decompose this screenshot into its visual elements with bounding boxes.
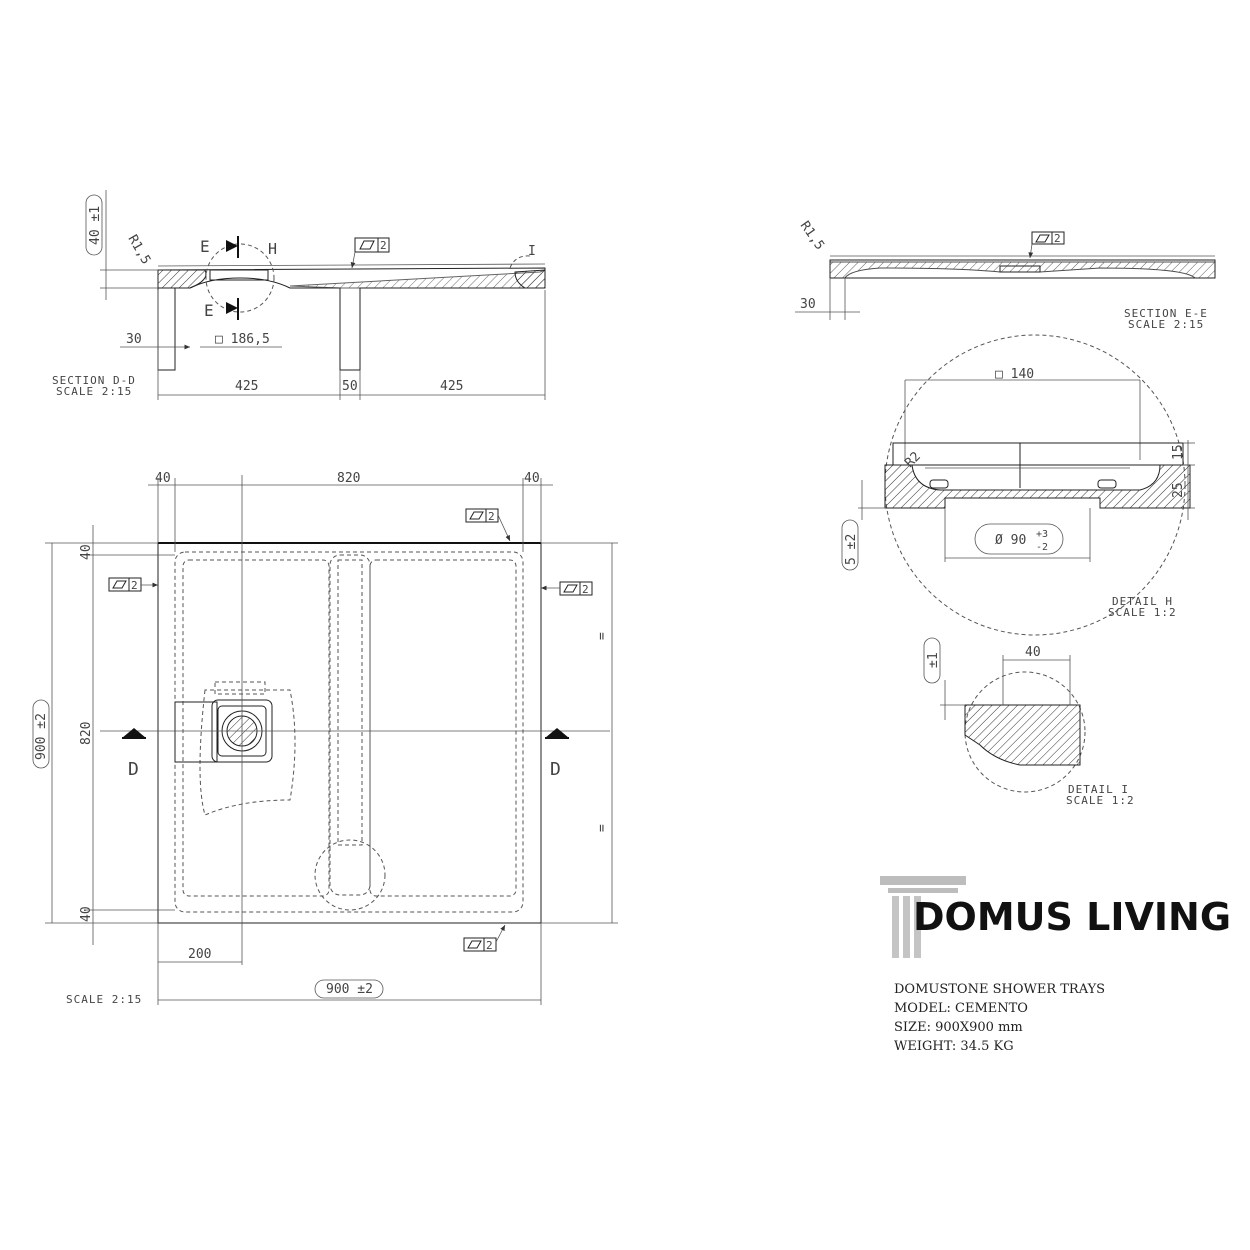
caption-h-line1: DETAIL H: [1112, 595, 1173, 608]
caption-plan: SCALE 2:15: [66, 993, 142, 1006]
dim-25-h: 25: [1171, 482, 1186, 498]
flatness-right: 2: [541, 581, 593, 596]
dim-tol-i: ±1: [926, 652, 941, 668]
info-line4: WEIGHT: 34.5 KG: [894, 1039, 1014, 1054]
dim-left-mid: 820: [79, 722, 94, 745]
dim-height-dd: 40 ±1: [88, 206, 103, 245]
svg-text:2: 2: [488, 510, 495, 523]
svg-text:2: 2: [582, 583, 589, 596]
caption-ee-line1: SECTION E-E: [1124, 307, 1208, 320]
section-mark-left: D: [128, 759, 139, 780]
dim-diameter-h: Ø 90: [995, 533, 1026, 548]
dim-left-dd: 425: [235, 379, 258, 394]
detail-marker-i: I: [528, 244, 536, 259]
dim-right-dd: 425: [440, 379, 463, 394]
caption-dd-line1: SECTION D-D: [52, 374, 136, 387]
tol-plus-h: +3: [1036, 529, 1048, 540]
dim-mid-dd: 50: [342, 379, 358, 394]
detail-i: 40 ±1 DETAIL I SCALE 1:2: [923, 637, 1135, 807]
flatness-left: 2: [108, 577, 158, 592]
radius-dd: R1,5: [125, 233, 154, 268]
section-ee: 2 R1,5 30 SECTION E-E SCALE 2:15: [795, 219, 1216, 331]
section-dd: E H E 2 I 40 ±1 R1,5 30 □ 186,5 425 50 4…: [52, 190, 546, 400]
info-line2: MODEL: CEMENTO: [894, 1001, 1028, 1016]
plan-view: 40 820 40 40 820 40 900 ±2 = = 200 900 ±…: [32, 471, 618, 1006]
caption-h-line2: SCALE 1:2: [1108, 606, 1177, 619]
detail-marker-h: H: [268, 240, 277, 258]
caption-i-line2: SCALE 1:2: [1066, 794, 1135, 807]
radius-ee: R1,5: [797, 219, 827, 253]
caption-ee-line2: SCALE 2:15: [1128, 318, 1204, 331]
caption-dd-line2: SCALE 2:15: [56, 385, 132, 398]
dim-40-i: 40: [1025, 645, 1041, 660]
column-logo-icon: [880, 876, 966, 958]
info-line1: DOMUSTONE SHOWER TRAYS: [894, 982, 1105, 997]
tol-minus-h: -2: [1036, 542, 1048, 553]
svg-text:2: 2: [131, 579, 138, 592]
flatness-dd: 2: [380, 239, 387, 252]
dim-200: 200: [188, 947, 211, 962]
dim-left-bottom: 40: [79, 906, 94, 922]
info-line3: SIZE: 900X900 mm: [894, 1020, 1023, 1035]
dim-overall-width: 900 ±2: [326, 982, 373, 997]
dim-15-h: 15: [1171, 444, 1186, 460]
section-mark-right: D: [550, 759, 561, 780]
equal-mark-top: =: [595, 632, 610, 640]
brand-block: DOMUS LIVING DOMUSTONE SHOWER TRAYS MODE…: [880, 876, 1231, 1054]
flatness-bottom: 2: [463, 924, 506, 952]
dim-top-right: 40: [524, 471, 540, 486]
svg-text:2: 2: [486, 939, 493, 952]
flatness-top: 2: [465, 508, 511, 542]
caption-i-line1: DETAIL I: [1068, 783, 1129, 796]
section-marker-e: E: [200, 237, 210, 256]
dim-top-mid: 820: [337, 471, 360, 486]
dim-140: □ 140: [995, 367, 1034, 382]
dim-5-h: 5 ±2: [844, 534, 859, 565]
section-marker-e-lower: E: [204, 301, 214, 320]
dim-30-ee: 30: [800, 297, 816, 312]
dim-top-left: 40: [155, 471, 171, 486]
dim-drain-dd: □ 186,5: [215, 332, 270, 347]
equal-mark-bottom: =: [595, 824, 610, 832]
dim-left-top: 40: [79, 544, 94, 560]
brand-name: DOMUS LIVING: [913, 895, 1231, 939]
flatness-ee: 2: [1054, 232, 1061, 245]
dim-overall-height: 900 ±2: [34, 713, 49, 760]
dim-30-dd: 30: [126, 332, 142, 347]
detail-h: □ 140 R2 15 25 5 ±2 Ø 90 +3 -2 DETAIL H …: [841, 334, 1195, 636]
